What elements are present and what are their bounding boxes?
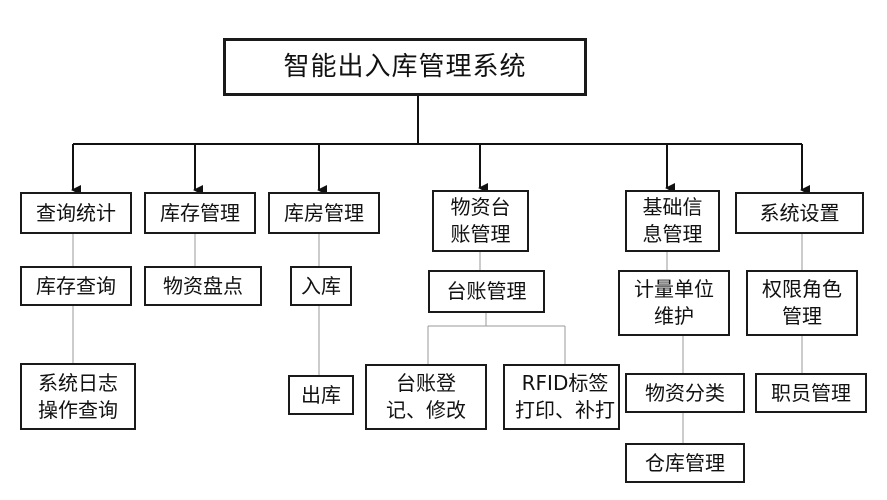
node-ledger-register-edit: 台账登 记、修改: [365, 364, 487, 430]
module-ledger-mgmt: 物资台 账管理: [432, 190, 529, 252]
node-system-log-query: 系统日志 操作查询: [20, 363, 136, 430]
module-query-stats: 查询统计: [20, 192, 132, 234]
node-staff-management: 职员管理: [755, 373, 867, 413]
node-material-stocktake: 物资盘点: [144, 266, 262, 306]
module-inventory-mgmt: 库存管理: [144, 192, 256, 234]
system-title: 智能出入库管理系统: [283, 51, 527, 82]
module-warehouse-mgmt: 库房管理: [268, 192, 380, 234]
node-rfid-print: RFID标签 打印、补打: [503, 364, 620, 430]
module-system-settings: 系统设置: [735, 192, 864, 234]
system-title-box: 智能出入库管理系统: [223, 38, 587, 96]
node-inventory-query: 库存查询: [20, 266, 132, 306]
node-material-category: 物资分类: [625, 373, 745, 413]
node-role-permission: 权限角色 管理: [746, 270, 858, 336]
node-unit-maintenance: 计量单位 维护: [618, 270, 730, 336]
node-stock-out: 出库: [288, 375, 354, 415]
module-base-info-mgmt: 基础信 息管理: [625, 190, 720, 252]
node-warehouse-management: 仓库管理: [625, 443, 745, 483]
node-ledger-management: 台账管理: [428, 270, 545, 313]
node-stock-in: 入库: [290, 266, 352, 306]
